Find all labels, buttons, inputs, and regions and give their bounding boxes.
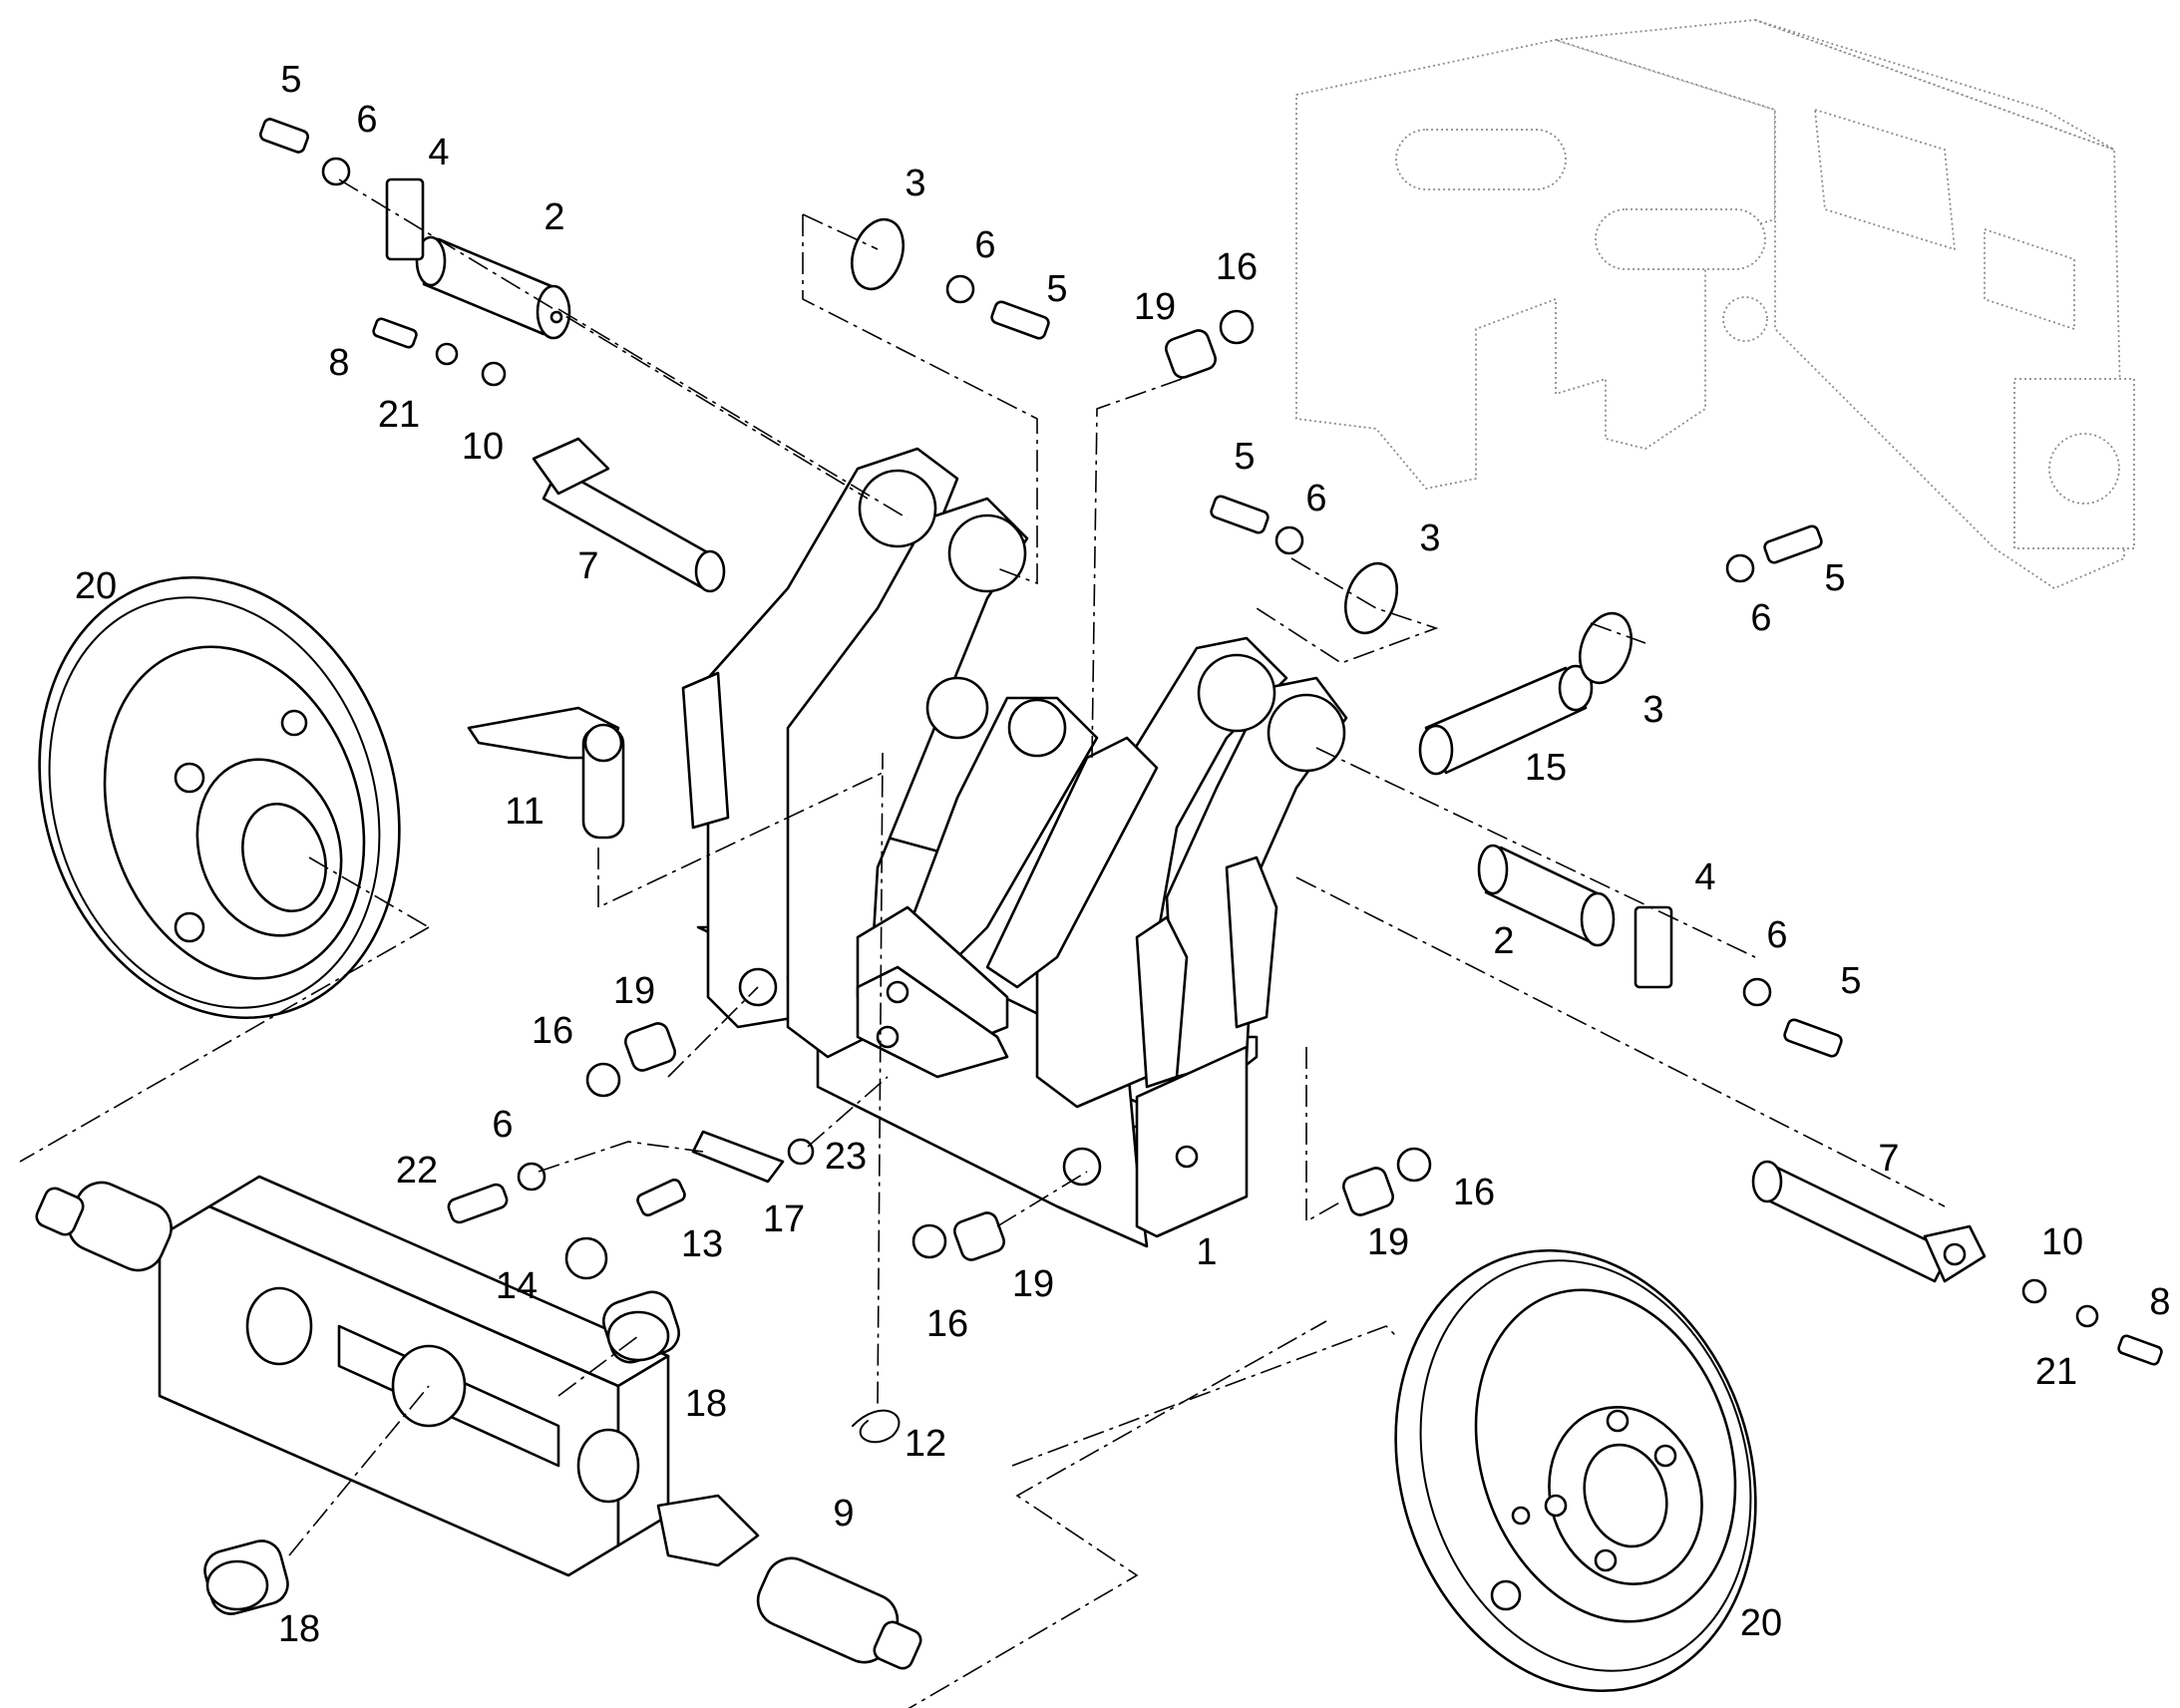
callout-19-top: 19 (1134, 286, 1176, 328)
callout-4-top-left: 4 (428, 132, 449, 173)
callout-6-top: 6 (974, 224, 995, 266)
hardware-small-parts (259, 118, 2163, 1444)
callout-7-left: 7 (577, 545, 598, 587)
callout-18-lower: 18 (278, 1608, 320, 1650)
callout-10-top-left: 10 (462, 426, 504, 468)
chassis-frame-ghost (1295, 19, 2135, 589)
callout-5-middle: 5 (1234, 436, 1255, 478)
callout-8-top-left: 8 (328, 342, 349, 384)
callout-10-right: 10 (2041, 1221, 2083, 1263)
callout-3-top: 3 (905, 163, 925, 204)
callout-14: 14 (496, 1265, 538, 1307)
callout-19-lower-right: 19 (1367, 1221, 1409, 1263)
callout-1: 1 (1196, 1231, 1217, 1273)
callout-22: 22 (396, 1150, 438, 1192)
callout-5-top-left: 5 (280, 59, 301, 101)
pin-part-7-left (532, 437, 726, 593)
callout-labels: 5 6 4 2 3 6 5 19 16 8 21 10 7 5 6 3 5 6 … (75, 59, 2171, 1650)
bracket-frame-part-1 (681, 447, 1348, 1248)
callout-20-left: 20 (75, 565, 117, 607)
pin-part-2-right (1477, 844, 1616, 947)
pin-part-7-right (1751, 1160, 1987, 1283)
callout-19-lower-center: 19 (1012, 1263, 1054, 1305)
bushing-part-18-lower (203, 1539, 289, 1615)
plate-part-3-top (851, 217, 905, 291)
callout-23: 23 (825, 1136, 867, 1178)
callout-20-right: 20 (1740, 1602, 1782, 1644)
plate-part-3-middle (1344, 561, 1398, 635)
callout-5-lower-right: 5 (1840, 960, 1861, 1002)
callout-18-upper: 18 (685, 1383, 727, 1425)
callout-3-middle: 3 (1419, 517, 1440, 559)
leader-lines (19, 178, 1946, 1708)
callout-5-top: 5 (1046, 268, 1067, 310)
callout-15: 15 (1525, 747, 1567, 789)
callout-12: 12 (905, 1423, 946, 1465)
callout-11: 11 (505, 791, 544, 833)
callout-13: 13 (681, 1223, 723, 1265)
callout-16-top: 16 (1216, 246, 1258, 288)
callout-9: 9 (833, 1493, 854, 1535)
lever-handle-part-11 (467, 706, 625, 840)
callout-7-right: 7 (1878, 1138, 1899, 1180)
callout-8-right: 8 (2149, 1281, 2170, 1323)
callout-6-top-left: 6 (356, 99, 377, 141)
axle-beam-part-9 (35, 1175, 922, 1670)
callout-19-center-left: 19 (613, 970, 655, 1012)
callout-16-center-left: 16 (532, 1010, 573, 1052)
plate-part-3-right (1579, 611, 1633, 685)
idler-wheel-left-part-20 (38, 575, 401, 1020)
callout-2-top-left: 2 (544, 196, 564, 238)
callout-16-lower-center: 16 (926, 1303, 968, 1345)
callout-4-right: 4 (1694, 856, 1715, 898)
callout-6-middle: 6 (1305, 478, 1326, 519)
callout-6-right: 6 (1750, 597, 1771, 639)
idler-wheel-right-part-20 (1394, 1248, 1757, 1693)
callout-21-right: 21 (2035, 1351, 2077, 1393)
callout-21-top-left: 21 (378, 394, 420, 436)
callout-2-right: 2 (1493, 920, 1514, 962)
pin-part-2-left (415, 235, 571, 340)
shaft-part-15 (1418, 664, 1594, 776)
callout-5-right: 5 (1824, 557, 1845, 599)
callout-3-right: 3 (1642, 689, 1663, 731)
callout-6-lower-right: 6 (1766, 914, 1787, 956)
callout-16-lower-right: 16 (1453, 1172, 1495, 1213)
callout-6-lower-left: 6 (492, 1104, 513, 1146)
lock-plate-part-4-right (1634, 905, 1673, 989)
callout-17: 17 (763, 1198, 805, 1240)
